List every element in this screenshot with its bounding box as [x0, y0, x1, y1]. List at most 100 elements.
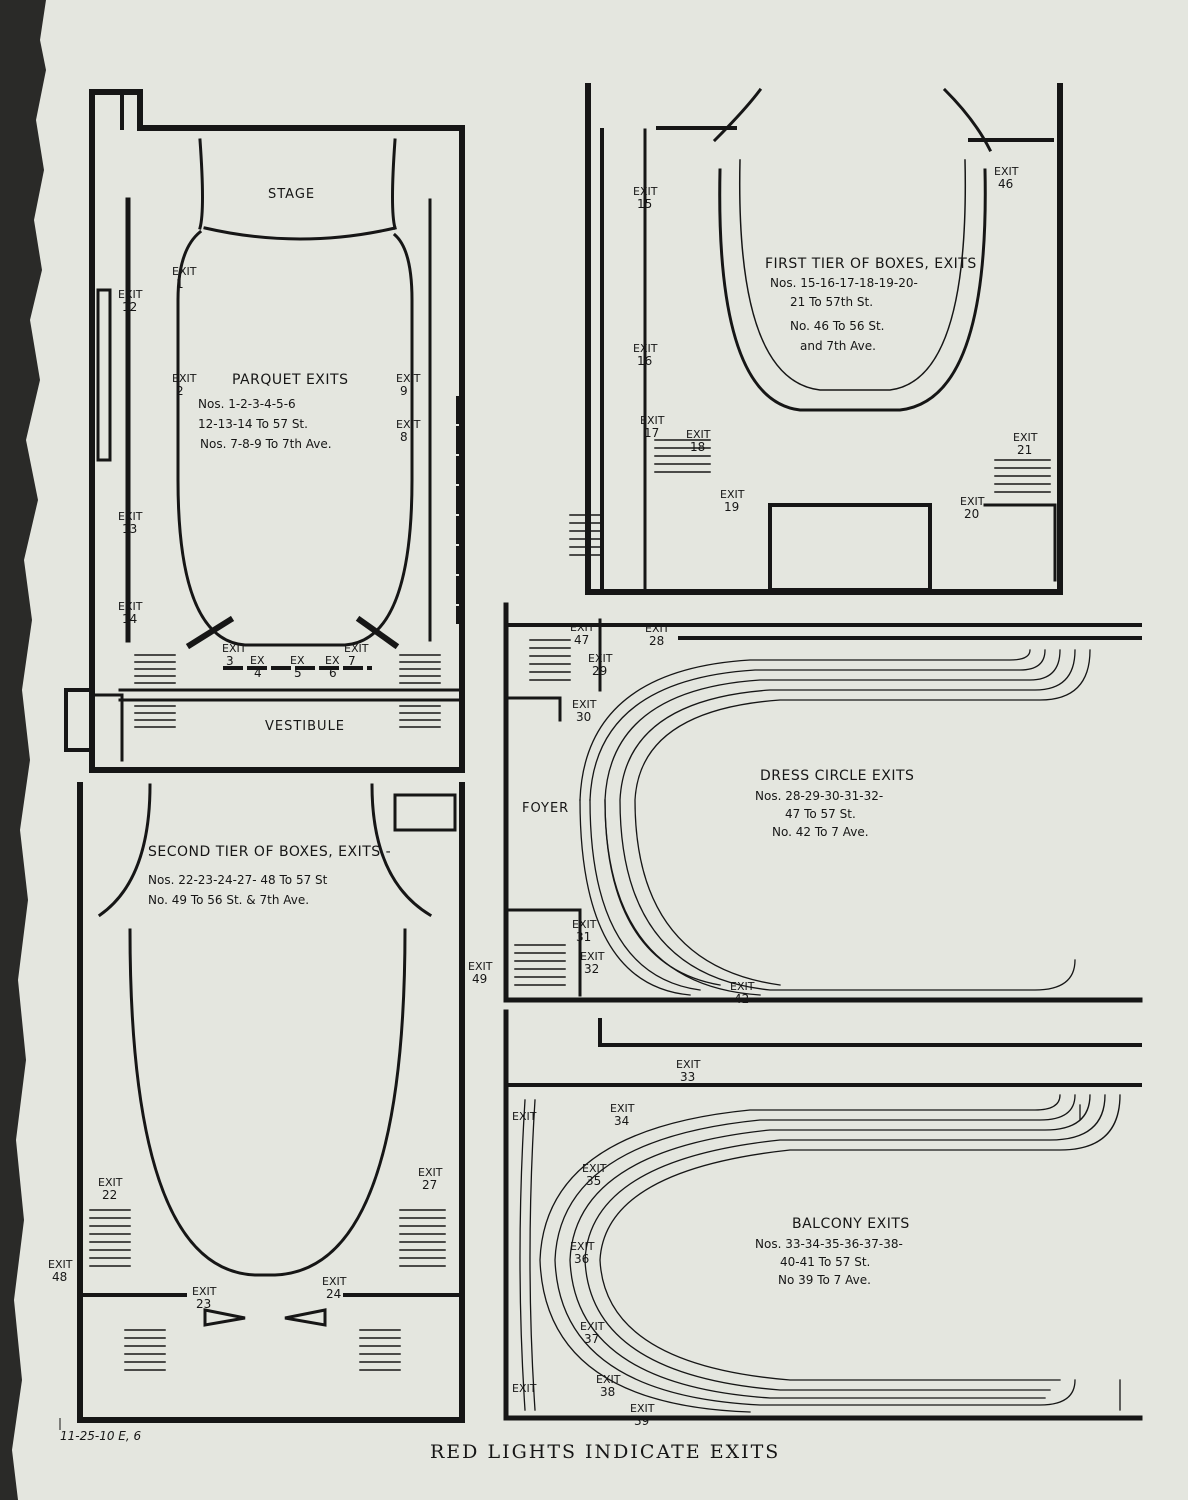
exit-number: 16 [637, 354, 652, 368]
parquet-plan [64, 89, 465, 773]
exit-label: EXIT [570, 1240, 595, 1253]
exit-number: 13 [122, 522, 137, 536]
parquet-vestibule-label: VESTIBULE [265, 719, 345, 734]
exit-label: EXIT [344, 642, 369, 655]
exit-number: 9 [400, 384, 408, 398]
first-tier-line4: and 7th Ave. [800, 339, 876, 353]
exit-number: 38 [600, 1385, 615, 1399]
exit-label: EXIT [192, 1285, 217, 1298]
exit-label: EXIT [512, 1110, 537, 1123]
exit-label: EXIT [118, 288, 143, 301]
exit-label: EX [250, 654, 265, 667]
exit-number: 35 [586, 1174, 601, 1188]
exit-number: 47 [574, 633, 589, 647]
exit-label: EXIT [588, 652, 613, 665]
exit-number: 14 [122, 612, 137, 626]
exit-label: EXIT [222, 642, 247, 655]
balcony-title: BALCONY EXITS [792, 1216, 910, 1232]
exit-number: 18 [690, 440, 705, 454]
parquet-title: PARQUET EXITS [232, 372, 348, 388]
exit-label: EXIT [720, 488, 745, 501]
exit-label: EXIT [570, 621, 595, 634]
exit-label: EXIT [582, 1162, 607, 1175]
parquet-line2: 12-13-14 To 57 St. [198, 417, 308, 431]
first-tier-title: FIRST TIER OF BOXES, EXITS [765, 256, 977, 272]
exit-number: 5 [294, 666, 302, 680]
exit-label: EXIT [172, 372, 197, 385]
exit-number: 19 [724, 500, 739, 514]
archive-note: 11-25-10 E, 6 [60, 1429, 141, 1443]
exit-number: 42 [734, 992, 749, 1006]
second-tier-plan [77, 782, 465, 1423]
dress-circle-exit-labels: EXIT47EXIT28EXIT29EXIT30EXIT31EXIT32EXIT… [570, 621, 755, 1006]
exit-label: EXIT [676, 1058, 701, 1071]
balcony-line3: No 39 To 7 Ave. [778, 1273, 871, 1287]
exit-label: EXIT [118, 600, 143, 613]
exit-number: 28 [649, 634, 664, 648]
exit-label: EXIT [610, 1102, 635, 1115]
second-tier-line2: No. 49 To 56 St. & 7th Ave. [148, 893, 309, 907]
exit-number: 4 [254, 666, 262, 680]
parquet-line3: Nos. 7-8-9 To 7th Ave. [200, 437, 332, 451]
first-tier-line2: 21 To 57th St. [790, 295, 873, 309]
exit-label: EXIT [418, 1166, 443, 1179]
exit-label: EXIT [580, 950, 605, 963]
exit-number: 34 [614, 1114, 629, 1128]
parquet-exit-labels: EXIT1EXIT12EXIT2EXIT9EXIT8EXIT13EXIT14EX… [118, 265, 421, 680]
second-tier-line1: Nos. 22-23-24-27- 48 To 57 St [148, 873, 328, 887]
exit-label: EXIT [396, 372, 421, 385]
dress-circle-title: DRESS CIRCLE EXITS [760, 768, 914, 784]
exit-label: EXIT [580, 1320, 605, 1333]
exit-number: 39 [634, 1414, 649, 1428]
exit-number: 21 [1017, 443, 1032, 457]
exit-number: 12 [122, 300, 137, 314]
exit-number: 3 [226, 654, 234, 668]
exit-number: 22 [102, 1188, 117, 1202]
first-tier-plan [569, 83, 1063, 595]
second-tier-title: SECOND TIER OF BOXES, EXITS - [148, 844, 391, 860]
exit-label: EXIT [512, 1382, 537, 1395]
balcony-plan [503, 1009, 1143, 1421]
balcony-exit-labels: EXIT33EXITEXIT34EXIT35EXIT36EXIT37EXIT38… [512, 1058, 701, 1428]
exit-number: 46 [998, 177, 1013, 191]
exit-number: 36 [574, 1252, 589, 1266]
dress-circle-plan [503, 602, 1143, 1003]
dress-circle-line3: No. 42 To 7 Ave. [772, 825, 869, 839]
exit-label: EXIT [960, 495, 985, 508]
exit-label: EXIT [596, 1373, 621, 1386]
exit-number: 8 [400, 430, 408, 444]
exit-label: EXIT [633, 185, 658, 198]
exit-label: EXIT [572, 698, 597, 711]
exit-label: EXIT [645, 622, 670, 635]
exit-number: 37 [584, 1332, 599, 1346]
exit-label: EXIT [322, 1275, 347, 1288]
footer-caption: RED LIGHTS INDICATE EXITS [430, 1441, 780, 1463]
exit-number: 1 [176, 277, 184, 291]
exit-label: EXIT [1013, 431, 1038, 444]
exit-number: 20 [964, 507, 979, 521]
exit-label: EXIT [640, 414, 665, 427]
exit-label: EX [325, 654, 340, 667]
exit-label: EXIT [633, 342, 658, 355]
exit-label: EXIT [730, 980, 755, 993]
exit-label: EXIT [468, 960, 493, 973]
balcony-line2: 40-41 To 57 St. [780, 1255, 870, 1269]
exit-number: 23 [196, 1297, 211, 1311]
exit-label: EXIT [396, 418, 421, 431]
exit-number: 33 [680, 1070, 695, 1084]
exit-label: EXIT [572, 918, 597, 931]
dress-circle-line1: Nos. 28-29-30-31-32- [755, 789, 883, 803]
exit-number: 48 [52, 1270, 67, 1284]
exit-number: 29 [592, 664, 607, 678]
balcony-line1: Nos. 33-34-35-36-37-38- [755, 1237, 903, 1251]
exit-number: 24 [326, 1287, 341, 1301]
exit-label: EX [290, 654, 305, 667]
first-tier-line3: No. 46 To 56 St. [790, 319, 885, 333]
exit-number: 30 [576, 710, 591, 724]
exit-number: 6 [329, 666, 337, 680]
exit-number: 17 [644, 426, 659, 440]
exit-label: EXIT [98, 1176, 123, 1189]
